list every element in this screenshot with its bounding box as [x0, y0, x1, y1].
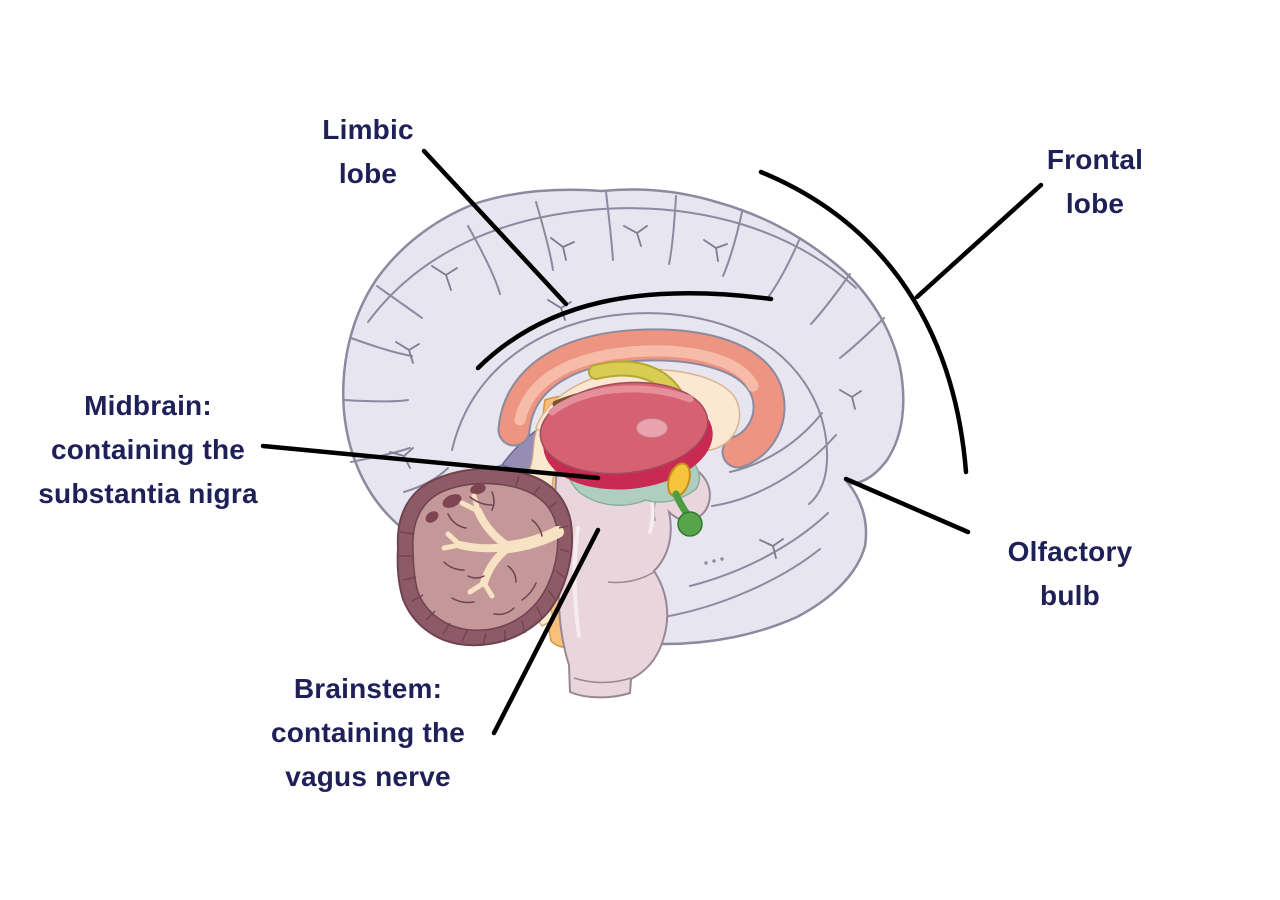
pituitary-gland	[672, 490, 703, 537]
cerebellum-folia-lines	[443, 491, 543, 616]
thalamus-highlight	[548, 385, 694, 416]
cerebrum-sulci	[343, 191, 885, 618]
label-limbic-lobe: Limbic lobe	[322, 114, 414, 189]
label-brainstem: Brainstem: containing the vagus nerve	[270, 673, 466, 792]
dotted-marks	[704, 557, 724, 565]
corpus-callosum	[497, 328, 786, 469]
label-midbrain: Midbrain: containing the substantia nigr…	[38, 390, 258, 509]
limbic-lobe-leader-line	[421, 148, 569, 307]
thalamus-main	[539, 381, 709, 475]
limbic-lobe-arc	[475, 290, 774, 371]
cerebellum	[396, 467, 573, 647]
corpus-callosum-highlight	[514, 345, 759, 426]
interthalamic-adhesion	[635, 417, 669, 439]
frontal-lobe-leader-line	[914, 182, 1044, 300]
thalamus	[539, 381, 713, 490]
arbor-vitae	[441, 493, 564, 599]
label-frontal-lobe: Frontal lobe	[1046, 144, 1144, 219]
olfactory-bulb-leader-line	[843, 476, 971, 535]
cerebellum-rim-ticks	[399, 475, 570, 646]
midbrain-leader-line	[260, 443, 601, 481]
frontal-lobe-arc	[758, 169, 969, 475]
annotation-lines	[260, 148, 1044, 736]
label-olfactory-bulb: Olfactory bulb	[1007, 536, 1133, 611]
cerebellum-body	[412, 482, 559, 631]
cerebellum-deep-folds	[425, 483, 486, 523]
brainstem-leader-line	[491, 527, 601, 736]
